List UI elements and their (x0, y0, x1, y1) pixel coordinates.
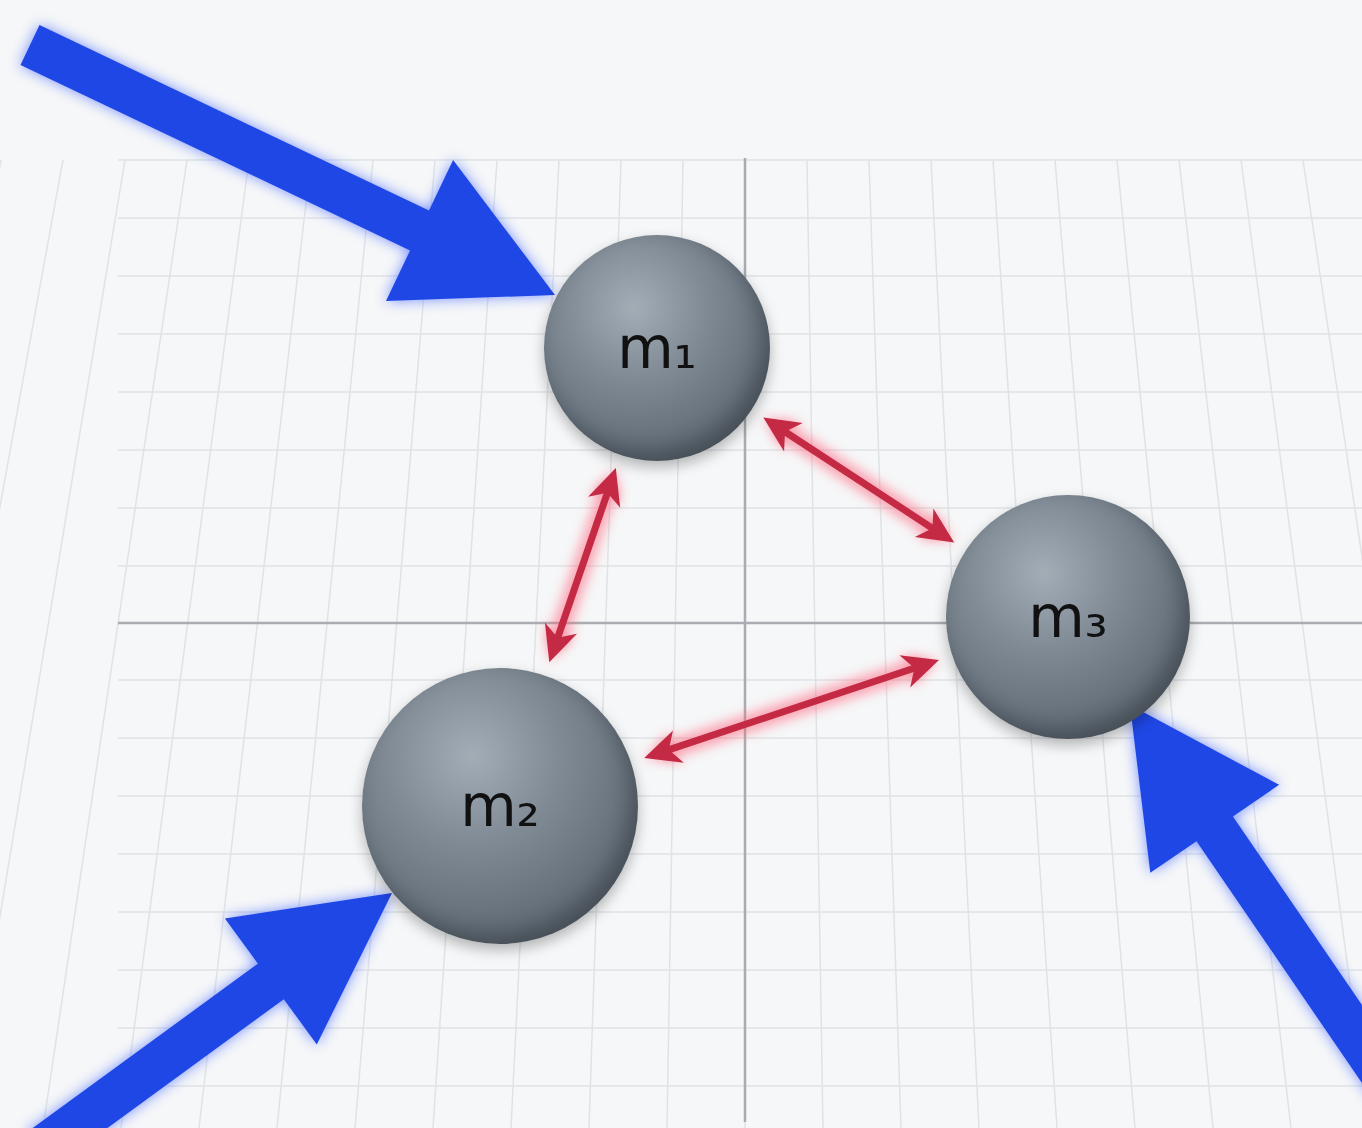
mass-label: m₃ (1028, 588, 1108, 646)
arrowhead (763, 418, 802, 452)
arrowhead (915, 509, 954, 543)
grid-line (0, 160, 125, 1128)
grid-line (0, 160, 1, 1128)
grid-line (0, 160, 63, 1128)
grid-line (118, 449, 1362, 451)
interaction-arrow (545, 468, 620, 662)
mass-sphere: m₃ (946, 495, 1190, 739)
grid-line (355, 160, 435, 1128)
grid-line (807, 160, 823, 1128)
force-arrow (21, 25, 556, 301)
grid-line (1179, 160, 1291, 1128)
force-arrow (27, 893, 392, 1128)
arrow-shaft (556, 487, 610, 643)
arrow-body (1130, 705, 1362, 1097)
grid-line (433, 160, 497, 1128)
arrow-body (27, 893, 392, 1128)
arrowhead (545, 623, 577, 663)
arrow-shaft (780, 429, 937, 532)
force-arrows (21, 25, 1362, 1128)
grid-line (118, 1085, 1362, 1087)
grid-line (118, 507, 1362, 509)
arrowhead (588, 468, 620, 508)
mass-label: m₁ (617, 319, 697, 377)
perspective-grid (0, 160, 1362, 1128)
grid-line (43, 160, 187, 1128)
grid-line (869, 160, 901, 1128)
arrow-shaft (663, 666, 920, 751)
arrowhead (644, 731, 684, 763)
arrow-shaft (556, 487, 610, 643)
arrow-body (21, 25, 556, 301)
mass-sphere: m₁ (544, 235, 770, 461)
arrow-glow (21, 25, 556, 301)
arrow-shaft (780, 429, 937, 532)
mass-sphere: m₂ (362, 668, 638, 944)
arrow-shaft (663, 666, 920, 751)
grid-line (118, 679, 1362, 681)
interaction-arrow (763, 418, 954, 543)
force-arrow (1130, 705, 1362, 1097)
mass-label: m₂ (460, 777, 540, 835)
arrowhead (899, 655, 939, 687)
arrow-glow (1130, 705, 1362, 1097)
arrow-glow (27, 893, 392, 1128)
interaction-arrow (644, 655, 939, 763)
arrowhead (763, 418, 802, 452)
arrowhead (915, 509, 954, 543)
grid-line (121, 160, 249, 1128)
